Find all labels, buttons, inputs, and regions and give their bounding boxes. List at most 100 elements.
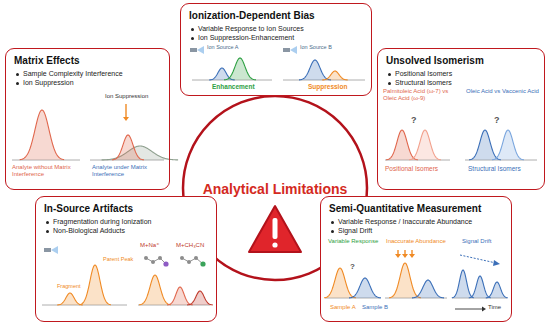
bullet-item: Sample Complexity Interference (14, 69, 161, 78)
bullet-text: Ion Suppression-Enhancement (198, 33, 294, 42)
peak (412, 280, 444, 298)
annotation-label: Time (488, 304, 501, 311)
annotation-label: Fragment (57, 283, 81, 289)
warning-triangle (249, 206, 301, 252)
annotation-label: Oleic Acid vs Vaccenic Acid (466, 88, 540, 95)
annotation-label: Signal Drift (462, 238, 491, 245)
peak (167, 287, 193, 305)
peak (389, 263, 421, 298)
bullet-item: Ion Suppression-Enhancement (189, 33, 363, 42)
heading-text: Unsolved Isomerism (386, 54, 484, 67)
arrow-head (402, 254, 408, 258)
chromatogram-sketches (12, 46, 537, 312)
heading-text: Ionization-Dependent Bias (189, 9, 315, 22)
bullet-text: Ion Suppression (23, 78, 74, 87)
peak (20, 110, 65, 160)
annotation-label: Parent Peak (103, 256, 133, 262)
annotation-label: Ion Source A (207, 44, 239, 50)
atom (194, 256, 198, 260)
annotation-label: Analyte without Matrix Interference (12, 164, 82, 178)
box-heading: Unsolved Isomerism (386, 54, 536, 67)
ion-source-icon (283, 46, 297, 54)
arrow-head (395, 254, 401, 258)
annotation-label: Analyte under Matrix Interference (92, 164, 166, 178)
box-heading: Ionization-Dependent Bias (189, 9, 363, 22)
peak (469, 130, 501, 160)
annotation-label: Ion Suppression (105, 93, 148, 100)
annotation-label: ? (350, 262, 355, 271)
peak (409, 130, 441, 160)
peak (492, 130, 524, 160)
arrow-head (409, 254, 415, 258)
bullet-item: Signal Drift (329, 226, 503, 235)
atom (158, 256, 162, 260)
atom (200, 261, 205, 266)
annotation-label: Palmitoleic Acid (ω-7) vs Oleic Acid (ω-… (383, 88, 463, 102)
box-heading: In-Source Artifacts (44, 202, 208, 215)
peak (469, 276, 491, 298)
annotation-label: Positional Isomers (385, 165, 438, 172)
bullet-text: Non-Biological Adducts (53, 226, 125, 235)
peak (452, 270, 474, 298)
bond (146, 258, 166, 264)
peak (322, 71, 348, 80)
exclamation-dot (272, 242, 277, 247)
annotation-label: Structural Isomers (468, 165, 521, 172)
annotation-label: M+CH₃CN (176, 242, 204, 249)
bullet-text: Variable Response to Ion Sources (198, 24, 304, 33)
peak (57, 293, 82, 305)
annotation-label: ? (494, 115, 500, 125)
arrow-shaft (125, 104, 126, 118)
atom (163, 261, 168, 266)
bullet-text: Structural Isomers (395, 78, 452, 87)
peak (224, 58, 256, 80)
bullet-item: Positional Isomers (386, 69, 536, 78)
time-axis (455, 309, 482, 310)
limitation-box: Semi-Quantitative MeasurementVariable Re… (320, 196, 512, 322)
box-fill (35, 196, 217, 322)
bullet-item: Ion Suppression (14, 78, 161, 87)
peak (187, 291, 213, 305)
bullet-text: Fragmentation during Ionization (53, 217, 151, 226)
arrow-head (493, 260, 500, 266)
arrow-head (482, 307, 486, 312)
annotation-label: ? (411, 115, 417, 125)
atom (187, 260, 191, 264)
ion-source-icon (190, 46, 204, 54)
molecule-icon (180, 256, 206, 267)
atom (180, 256, 184, 260)
annotation-label: Sample A (330, 304, 356, 311)
spray (290, 46, 297, 54)
bullet-item: Structural Isomers (386, 78, 536, 87)
bullet-text: Signal Drift (338, 226, 372, 235)
bullet-text: Positional Isomers (395, 69, 452, 78)
bullet-item: Variable Response to Ion Sources (189, 24, 363, 33)
bullet-text: Variable Response / Inaccurate Abundance (338, 217, 472, 226)
annotation-label: Inaccurate Abundance (386, 238, 446, 245)
heading-text: Semi-Quantitative Measurement (329, 202, 481, 215)
bullet-item: Non-Biological Adducts (44, 226, 208, 235)
annotation-label: Enhancement (212, 83, 255, 90)
peak (386, 130, 418, 160)
spray (51, 246, 58, 254)
peak (139, 275, 171, 305)
annotation-label: Variable Response (328, 238, 378, 245)
box-fill (320, 196, 512, 322)
central-hub: Analytical Limitations (183, 96, 367, 280)
molecule-icon (144, 256, 169, 267)
warning-icon (249, 206, 301, 252)
drift-arrow (460, 255, 496, 263)
atom (151, 260, 155, 264)
peak (79, 265, 111, 305)
peak (349, 278, 381, 298)
box-fill (180, 3, 372, 96)
annotation-label: Sample B (362, 304, 388, 311)
arrow-head (123, 117, 129, 121)
bond (182, 258, 203, 264)
annotation-label: Suppression (308, 83, 347, 90)
bullet-text: Sample Complexity Interference (23, 69, 123, 78)
annotation-label: M+Na⁺ (140, 242, 159, 249)
ion-source-icon (44, 246, 58, 254)
exclamation-bar (273, 218, 278, 239)
